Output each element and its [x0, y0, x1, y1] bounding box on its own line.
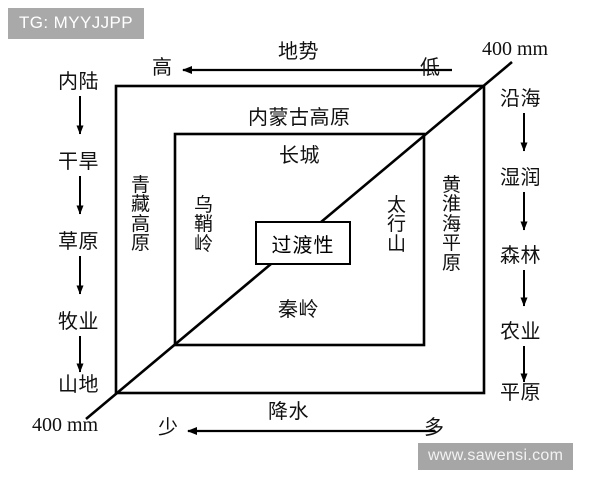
region-label-outer-left-vertical: 青藏高原 [131, 175, 151, 255]
region-label-outer-right-vertical: 黄淮海平原 [442, 175, 462, 274]
right-chain-item-2: 森林 [500, 245, 541, 267]
right-chain-item-4: 平原 [500, 382, 541, 404]
watermark: www.sawensi.com [418, 443, 574, 470]
top-axis-right-label: 低 [420, 57, 441, 79]
region-label-inner-top: 长城 [279, 145, 320, 167]
bottom-axis-left-label: 少 [158, 417, 179, 439]
top-axis-title: 地势 [278, 41, 319, 63]
region-label-inner-left-vertical: 乌鞘岭 [194, 195, 214, 255]
transition-zone-box: 过渡性 [255, 221, 351, 265]
left-chain-item-3: 牧业 [58, 311, 99, 333]
right-chain-item-0: 沿海 [500, 88, 541, 110]
left-chain-item-2: 草原 [58, 231, 99, 253]
top-axis-left-label: 高 [152, 57, 173, 79]
tg-badge: TG: MYYJJPP [8, 8, 144, 39]
transition-zone-label: 过渡性 [271, 234, 335, 257]
right-chain-item-3: 农业 [500, 321, 541, 343]
bottom-axis-right-label: 多 [424, 417, 445, 439]
isohyet-label-bottom-left: 400 mm [32, 414, 99, 436]
bottom-axis-title: 降水 [268, 401, 309, 423]
region-label-inner-bottom: 秦岭 [278, 299, 319, 321]
left-chain-item-4: 山地 [58, 374, 99, 396]
left-chain-item-1: 干旱 [58, 151, 99, 173]
left-chain-item-0: 内陆 [58, 71, 99, 93]
region-label-outer-top: 内蒙古高原 [248, 107, 351, 129]
isohyet-label-top-right: 400 mm [482, 38, 549, 60]
region-label-inner-right-vertical: 太行山 [387, 195, 407, 255]
right-chain-item-1: 湿润 [500, 167, 541, 189]
